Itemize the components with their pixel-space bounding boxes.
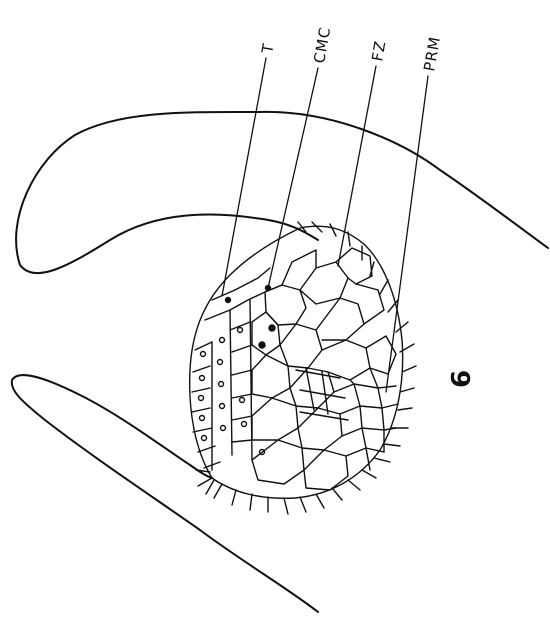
label-fz: FZ xyxy=(368,39,389,63)
label-t: T xyxy=(258,42,278,56)
label-cmc: CMC xyxy=(310,25,334,64)
leader-line-fz xyxy=(338,66,376,266)
upper-leaf-outline xyxy=(16,112,548,273)
leader-line-t xyxy=(222,58,266,296)
lower-leaf-outline xyxy=(12,375,318,612)
meristem-cell-mass xyxy=(190,222,416,514)
leader-line-cmc xyxy=(268,68,318,288)
leader-lines xyxy=(222,58,428,392)
leader-line-prm xyxy=(386,76,428,392)
figure-number: 6 xyxy=(447,370,477,388)
label-prm: PRM xyxy=(420,35,444,73)
